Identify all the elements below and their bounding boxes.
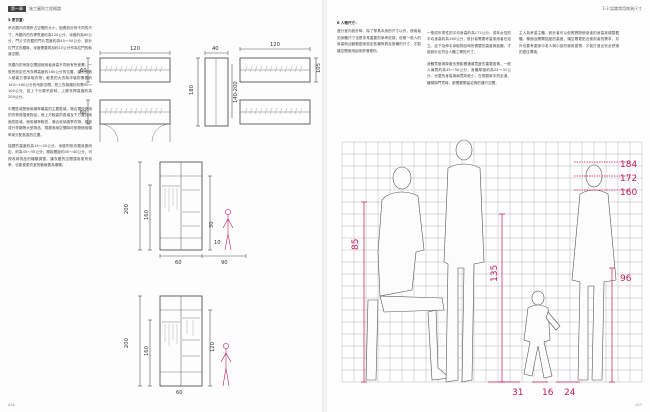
section-title-human-dimensions: 6 人物尺寸： (337, 21, 359, 25)
elevation-dim-label: 200 (124, 204, 130, 214)
height-label-135: 135 (490, 265, 500, 282)
book-gutter (322, 0, 328, 412)
elevation-dim-label: 90 (221, 260, 228, 266)
plan-dim-label: 60 (80, 110, 87, 116)
elevation-dim-label: 200 (124, 338, 130, 348)
wardrobe-elevation-2 (138, 295, 212, 387)
plan-dim-label: 120 (270, 42, 280, 48)
page-number-right: 027 (635, 403, 642, 407)
plan-dim-label: 60 (80, 68, 87, 74)
elevation-dim-label: 60 (176, 390, 183, 396)
height-label-160: 160 (620, 188, 637, 198)
left-page: 第一章施工圖與工程概論 5 更衣室： 吊衣櫃內衣物所占空間的大小，因應設計有不同… (0, 0, 323, 412)
height-label-172: 172 (620, 174, 637, 184)
standing-person-icon (222, 209, 234, 251)
seated-man-silhouette (365, 166, 451, 381)
walking-child-silhouette (523, 290, 561, 379)
dimension-lines (361, 161, 630, 383)
standing-person-icon (220, 343, 232, 387)
standing-woman-silhouette (571, 164, 617, 381)
right-paragraph: 進行室內設計時，除了傢具本身的尺寸以外，使用者的身體尺寸也是非常重要的參考依據，… (337, 29, 421, 53)
left-running-header: 第一章施工圖與工程概論 (8, 6, 61, 12)
standing-man-silhouette (443, 139, 485, 383)
elevation-dim-label: 160 (144, 210, 150, 220)
wardrobe-elevation-1 (138, 161, 247, 258)
wardrobe-plan-diagram (86, 47, 318, 143)
height-label-96: 96 (620, 274, 632, 284)
right-running-header: 1-3 認識常用傢具尺寸 (602, 6, 642, 11)
plan-dim-label: 180 (189, 85, 195, 95)
elevation-dim-label: 60 (175, 260, 182, 266)
elevation-dim-label: 120 (210, 342, 216, 352)
right-text-column-2: 一般成年男性的平均身高約為172公分，成年女性的平均身高約為160公分，設計者需… (427, 30, 511, 91)
width-label-24: 24 (564, 388, 576, 398)
left-text-column: 5 更衣室： 吊衣櫃內衣物所占空間的大小，因應設計有不同的尺寸，吊櫃內的衣桿長度… (8, 17, 92, 174)
width-label-31: 31 (512, 388, 523, 398)
plan-dim-label: 105 (316, 63, 322, 73)
elevation-dim-label: 30 (209, 221, 215, 228)
page-number-left: 026 (8, 403, 15, 407)
elevation-dim-label: 160 (144, 346, 150, 356)
section-title-wardrobe: 5 更衣室： (8, 18, 27, 22)
right-text-column-3: 主人為考量主體，設計者可以依照實際使用者的身高來調整櫃體、檯面及開關插座的高度，… (519, 30, 619, 61)
chapter-title: 施工圖與工程概論 (29, 6, 61, 11)
plan-dim-label: 140-200 (233, 81, 239, 103)
height-label-184: 184 (620, 160, 637, 170)
elevation-dim-label: 10 (214, 240, 221, 246)
plan-hangers (104, 65, 303, 115)
right-text-column-1: 6 人物尺寸： 進行室內設計時，除了傢具本身的尺寸以外，使用者的身體尺寸也是非常… (337, 20, 421, 59)
plan-dim-label: 40 (212, 46, 219, 52)
right-paragraph: 一般成年男性的平均身高約為172公分，成年女性的平均身高約為160公分，設計者需… (427, 31, 511, 55)
width-label-16: 16 (542, 388, 554, 398)
left-paragraph: 抽屜的高度約為15～20公分，深度則依衣櫃深度而定，約為45～55公分；層板間距… (8, 143, 92, 168)
left-paragraph: 衣櫃內的吊掛空間因使用者身高不同而有所差異，一般會設定在吊衣桿高度約160公分的… (8, 63, 92, 100)
left-paragraph: 中間區域是使用頻率最高的主要區域，適合擺放常用的衣物與摺疊物品；而上方較高的區域… (8, 106, 92, 137)
left-paragraph: 吊衣櫃內衣物所占空間的大小，因應設計有不同的尺寸，吊櫃內的衣桿長度約為120公分… (8, 26, 92, 57)
right-paragraph: 身體寬度與厚度也是影響通道寬度的重要因素，一般人肩寬約為45～50公分，身體厚度… (427, 61, 511, 85)
right-paragraph: 主人為考量主體，設計者可以依照實際使用者的身高來調整櫃體、檯面及開關插座的高度，… (519, 31, 619, 55)
height-label-85: 85 (351, 239, 361, 250)
chapter-tag: 第一章 (8, 6, 26, 12)
plan-dim-label: 120 (130, 46, 140, 52)
